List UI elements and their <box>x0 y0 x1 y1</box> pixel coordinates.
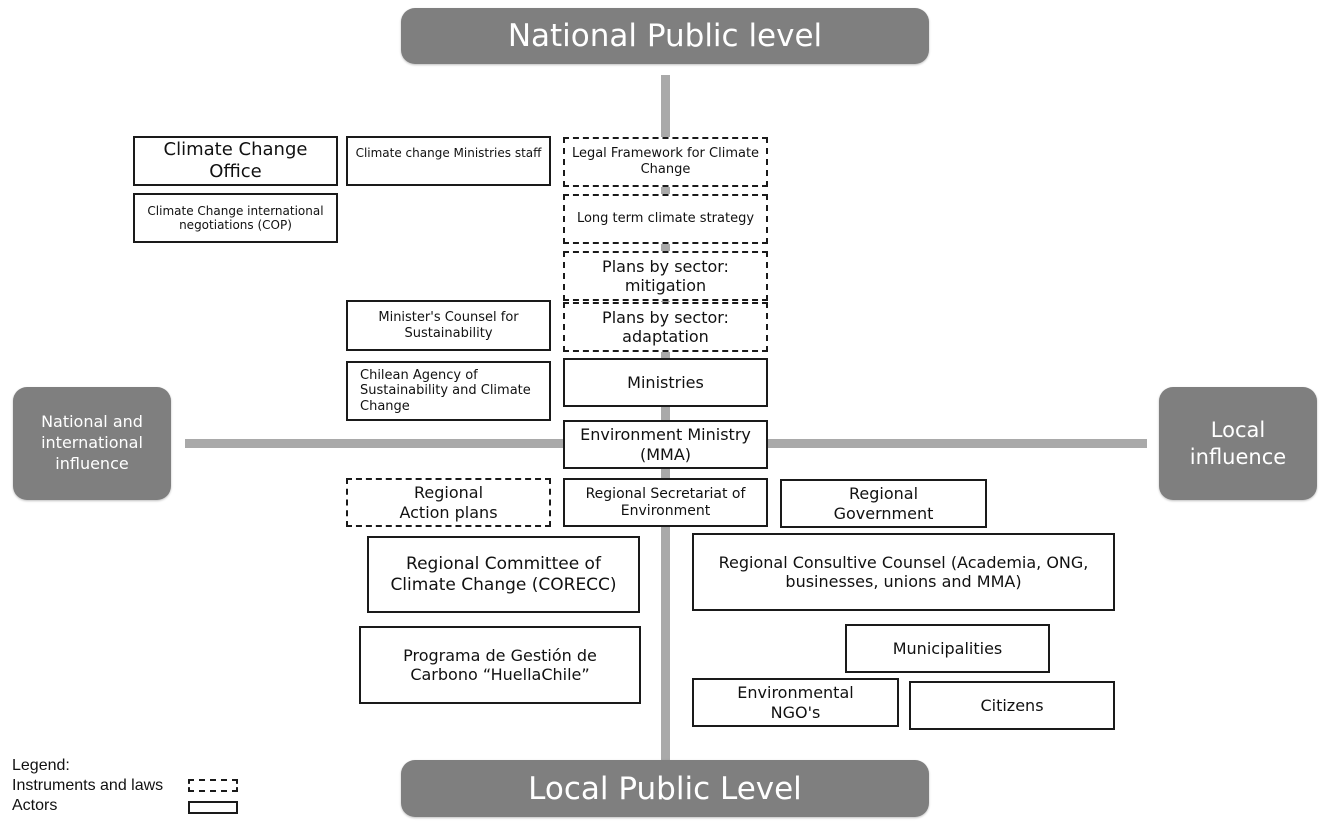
regional-committee-climate-change-corecc: Regional Committee of Climate Change (CO… <box>367 536 640 613</box>
plans-by-sector-mitigation: Plans by sector: mitigation <box>563 251 768 301</box>
local-public-level-header: Local Public Level <box>401 760 929 817</box>
legend-label-instruments: Instruments and laws <box>12 777 164 794</box>
citizens: Citizens <box>909 681 1115 730</box>
long-term-climate-strategy: Long term climate strategy <box>563 194 768 244</box>
climate-change-ministries-staff: Climate change Ministries staff <box>346 136 551 186</box>
ministers-counsel-for-sustainability: Minister's Counsel for Sustainability <box>346 300 551 351</box>
plans-by-sector-adaptation: Plans by sector: adaptation <box>563 302 768 352</box>
regional-government: Regional Government <box>780 479 987 528</box>
legend-title: Legend: <box>12 757 70 774</box>
climate-change-international-negotiations: Climate Change international negotiation… <box>133 193 338 243</box>
environmental-ngos: Environmental NGO's <box>692 678 899 727</box>
regional-secretariat-of-environment: Regional Secretariat of Environment <box>563 478 768 527</box>
climate-change-office: Climate Change Office <box>133 136 338 186</box>
ministries: Ministries <box>563 358 768 407</box>
national-public-level-header: National Public level <box>401 8 929 64</box>
legend-swatch-instruments <box>188 779 238 792</box>
programa-gestion-carbono-huellachile: Programa de Gestión de Carbono “HuellaCh… <box>359 626 641 704</box>
local-influence-label: Local influence <box>1159 387 1317 500</box>
legend-swatch-actors <box>188 801 238 814</box>
chilean-agency-sustainability-climate-change: Chilean Agency of Sustainability and Cli… <box>346 361 551 421</box>
regional-action-plans: Regional Action plans <box>346 478 551 527</box>
environment-ministry-mma: Environment Ministry (MMA) <box>563 420 768 469</box>
legal-framework-climate-change: Legal Framework for Climate Change <box>563 137 768 187</box>
national-international-influence-label: National and international influence <box>13 387 171 500</box>
regional-consultive-counsel: Regional Consultive Counsel (Academia, O… <box>692 533 1115 611</box>
legend-label-actors: Actors <box>12 797 58 814</box>
municipalities: Municipalities <box>845 624 1050 673</box>
